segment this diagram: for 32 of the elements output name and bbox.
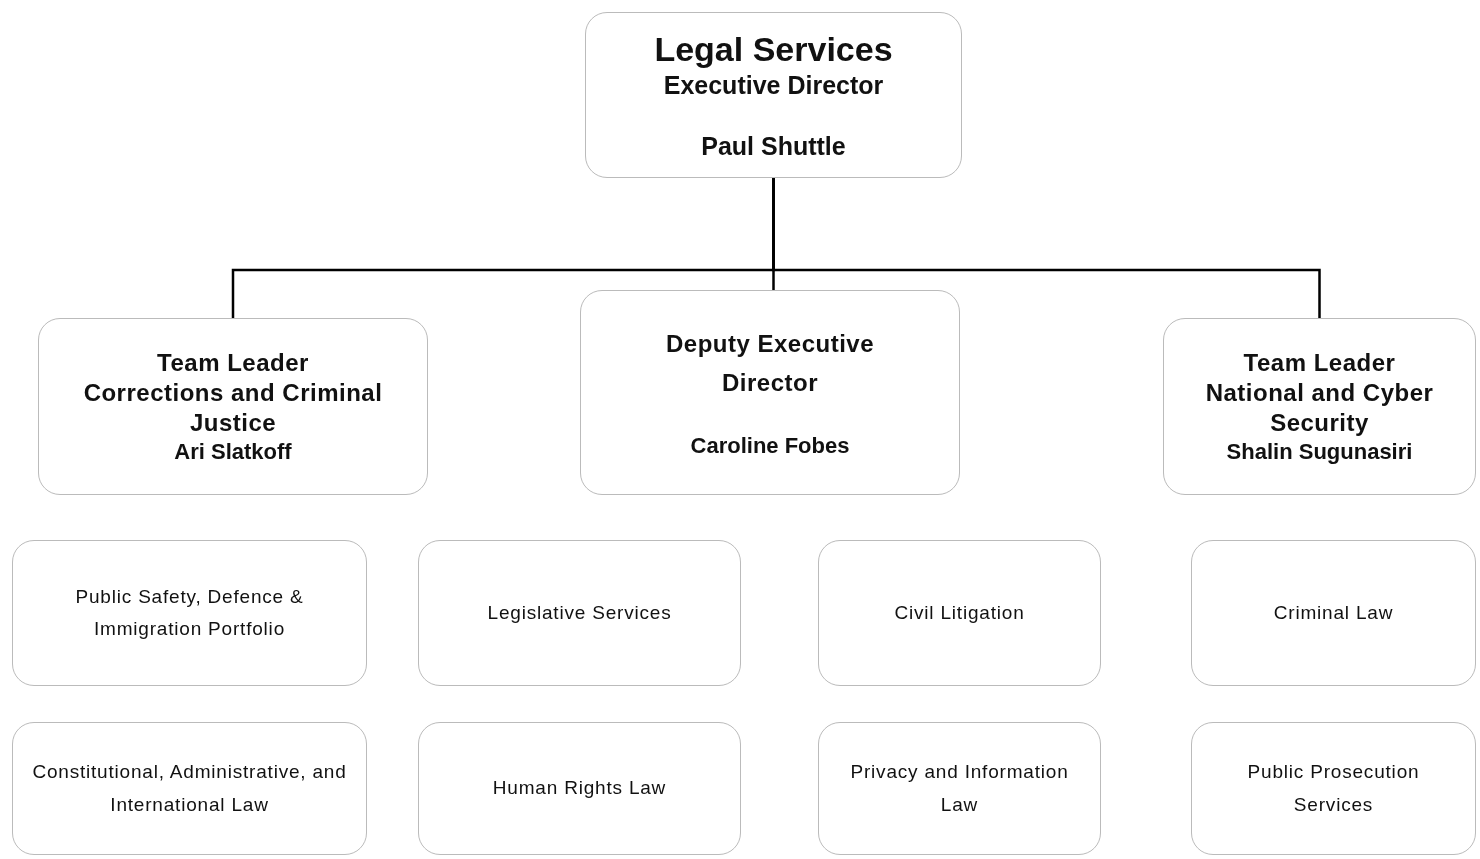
unit-box	[12, 722, 367, 855]
position-text: Executive Director	[663, 70, 884, 101]
unit-name: Public Prosecution Services	[1246, 760, 1421, 817]
unit-name: Legislative Services	[487, 600, 672, 625]
unit-name: Constitutional, Administrative, and International Law	[31, 760, 348, 817]
unit-name: Privacy and Information Law	[849, 760, 1070, 817]
unit-box	[1191, 540, 1476, 686]
position-box	[1163, 318, 1476, 495]
unit-box	[418, 722, 741, 855]
unit-box	[818, 722, 1101, 855]
position-text: Caroline Fobes	[690, 432, 850, 460]
unit-box	[418, 540, 741, 686]
position-text: Team Leader	[157, 347, 309, 378]
position-box	[585, 12, 962, 178]
position-text: Ari Slatkoff	[174, 437, 292, 466]
position-text: Shalin Sugunasiri	[1226, 437, 1413, 466]
unit-name: Civil Litigation	[894, 600, 1025, 625]
connector-line	[772, 178, 1321, 318]
position-text: Team Leader	[1243, 347, 1396, 378]
unit-name: Criminal Law	[1273, 600, 1394, 625]
unit-box	[12, 540, 367, 686]
position-text: National and Cyber Security	[1204, 377, 1435, 438]
position-text: Corrections and Criminal Justice	[82, 377, 384, 438]
position-text: Legal Services	[654, 28, 893, 70]
unit-name: Human Rights Law	[492, 776, 667, 801]
position-box	[580, 290, 960, 495]
unit-box	[818, 540, 1101, 686]
position-text: Deputy Executive Director	[664, 329, 876, 398]
position-box	[38, 318, 428, 495]
unit-name: Public Safety, Defence & Immigration Portfolio	[74, 584, 305, 641]
position-text: Paul Shuttle	[701, 131, 846, 163]
unit-box	[1191, 722, 1476, 855]
